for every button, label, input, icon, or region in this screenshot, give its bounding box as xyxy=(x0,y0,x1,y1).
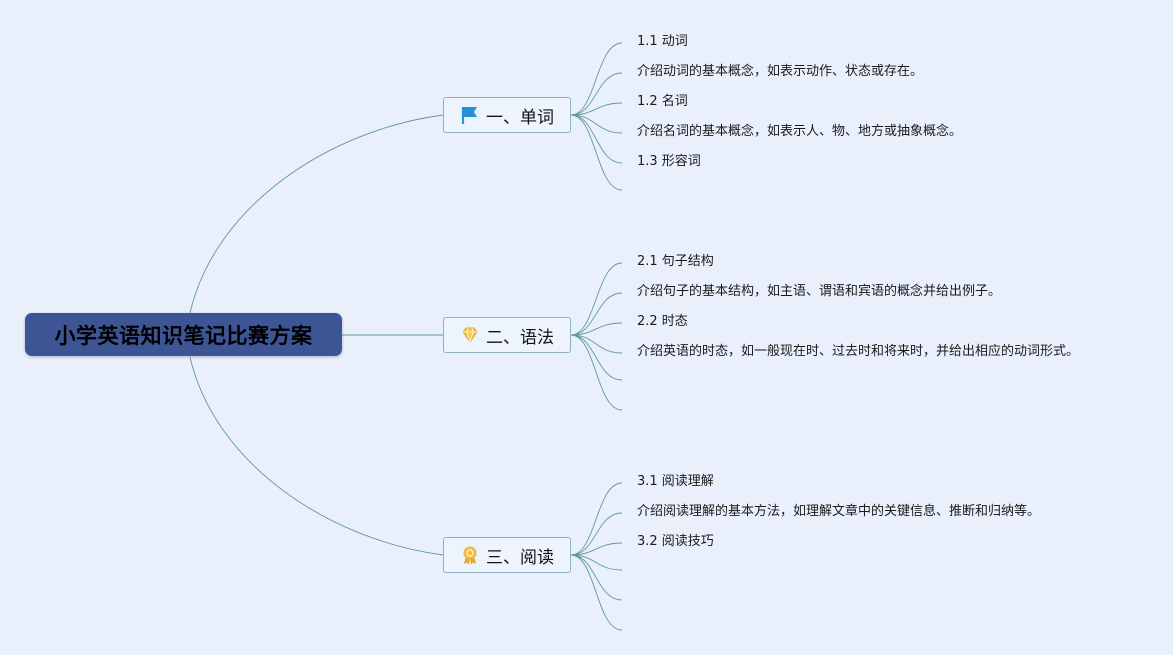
connector-branch-leaf xyxy=(570,322,623,336)
connector-branch-leaf xyxy=(570,102,623,116)
branch-title: 三、阅读 xyxy=(486,547,554,568)
branch-topic-reading[interactable]: 三、阅读 xyxy=(443,537,571,573)
connector-branch-leaf xyxy=(570,42,623,116)
leaf-topic[interactable]: 3.1 阅读理解 xyxy=(637,474,714,489)
root-topic[interactable]: 小学英语知识笔记比赛方案 xyxy=(25,313,342,356)
connector-branch-leaf xyxy=(570,114,623,164)
leaf-topic[interactable]: 介绍阅读理解的基本方法，如理解文章中的关键信息、推断和归纳等。 xyxy=(637,504,1041,519)
leaf-topic[interactable]: 3.2 阅读技巧 xyxy=(637,534,714,549)
connector-branch-leaf xyxy=(570,542,623,556)
connector-branch-leaf xyxy=(570,554,623,631)
branch-topic-words[interactable]: 一、单词 xyxy=(443,97,571,133)
connector-branch-leaf xyxy=(570,114,623,191)
connector-root-branch xyxy=(189,356,444,556)
leaf-topic[interactable]: 1.3 形容词 xyxy=(637,154,701,169)
connector-branch-leaf xyxy=(570,482,623,556)
connector-branch-leaf xyxy=(570,554,623,601)
diamond-icon xyxy=(460,325,480,345)
connector-branch-leaf xyxy=(570,512,623,556)
connector-branch-leaf xyxy=(570,292,623,336)
connector-branch-leaf xyxy=(570,334,623,411)
connector-branch-leaf xyxy=(570,334,623,354)
flag-icon xyxy=(460,105,480,125)
leaf-topic[interactable]: 2.2 时态 xyxy=(637,314,688,329)
connector-branch-leaf xyxy=(570,114,623,134)
connector-branch-leaf xyxy=(570,554,623,571)
connector-root-branch xyxy=(189,114,444,314)
leaf-topic[interactable]: 1.1 动词 xyxy=(637,34,688,49)
branch-title: 二、语法 xyxy=(486,327,554,348)
branch-topic-grammar[interactable]: 二、语法 xyxy=(443,317,571,353)
leaf-topic[interactable]: 介绍句子的基本结构，如主语、谓语和宾语的概念并给出例子。 xyxy=(637,284,1002,299)
leaf-topic[interactable]: 1.2 名词 xyxy=(637,94,688,109)
leaf-topic[interactable]: 介绍名词的基本概念，如表示人、物、地方或抽象概念。 xyxy=(637,124,963,139)
branch-title: 一、单词 xyxy=(486,107,554,128)
leaf-topic[interactable]: 介绍动词的基本概念，如表示动作、状态或存在。 xyxy=(637,64,924,79)
medal-icon xyxy=(460,545,480,565)
connector-branch-leaf xyxy=(570,262,623,336)
leaf-topic[interactable]: 2.1 句子结构 xyxy=(637,254,714,269)
connector-branch-leaf xyxy=(570,334,623,381)
leaf-topic[interactable]: 介绍英语的时态，如一般现在时、过去时和将来时，并给出相应的动词形式。 xyxy=(637,344,1080,359)
connector-branch-leaf xyxy=(570,72,623,116)
